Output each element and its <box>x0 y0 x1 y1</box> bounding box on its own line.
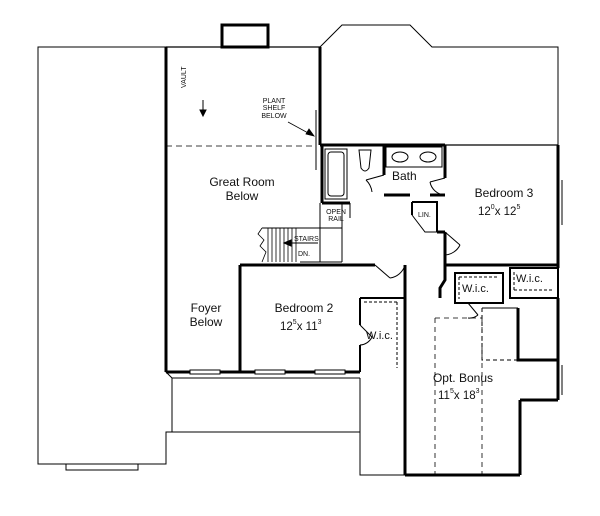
opt-bonus-dimensions: 115x 183 <box>438 388 480 402</box>
wic-bed3-right-label: W.i.c. <box>516 273 543 285</box>
bath-label: Bath <box>392 169 417 183</box>
vault-label: VAULT <box>181 66 188 88</box>
bed2-door <box>374 264 406 279</box>
dn-label: DN. <box>298 251 311 258</box>
bedroom3-label: Bedroom 3 <box>474 186 534 200</box>
wic-bed3-left <box>454 272 504 304</box>
bed3-entry-door <box>444 231 461 256</box>
garage-outline <box>37 46 361 471</box>
opt-bonus-label: Opt. Bonus <box>432 371 494 385</box>
bed3-door <box>429 177 446 196</box>
wic-bed2 <box>359 297 405 372</box>
wic-bed2-label: W.i.c. <box>366 330 393 342</box>
foyer-label: Foyer Below <box>189 301 223 329</box>
roof-bay-outline <box>319 24 559 145</box>
linen-closet <box>411 201 438 233</box>
bedroom3-dimensions: 120x 125 <box>478 204 521 218</box>
great-room-label: Great Room Below <box>209 175 275 203</box>
bath-walls <box>320 143 558 205</box>
front-windows <box>189 369 346 375</box>
bonus-walls <box>359 298 563 477</box>
plant-shelf-arrow <box>287 121 315 137</box>
toilet <box>358 149 372 172</box>
wic-door <box>467 302 479 319</box>
bedroom2-dimensions: 125x 113 <box>280 319 322 333</box>
bedroom2-label: Bedroom 2 <box>274 301 334 315</box>
bath-door <box>365 174 385 193</box>
hall-walls <box>262 203 351 263</box>
chimney <box>220 23 270 49</box>
plant-shelf-label: PLANT SHELF BELOW <box>261 98 287 120</box>
vault-arrow <box>199 100 207 118</box>
wic-bed2-door <box>359 324 373 346</box>
stairs-arrow <box>282 239 318 247</box>
stairs-label: STAIRS <box>294 236 319 243</box>
wic-bed3-left-label: W.i.c. <box>462 283 489 295</box>
bedroom3-walls <box>437 145 563 298</box>
open-rail-label: OPEN RAIL <box>326 209 346 224</box>
lin-label: LIN. <box>418 212 431 219</box>
tub <box>324 148 348 200</box>
vanity <box>385 146 443 168</box>
